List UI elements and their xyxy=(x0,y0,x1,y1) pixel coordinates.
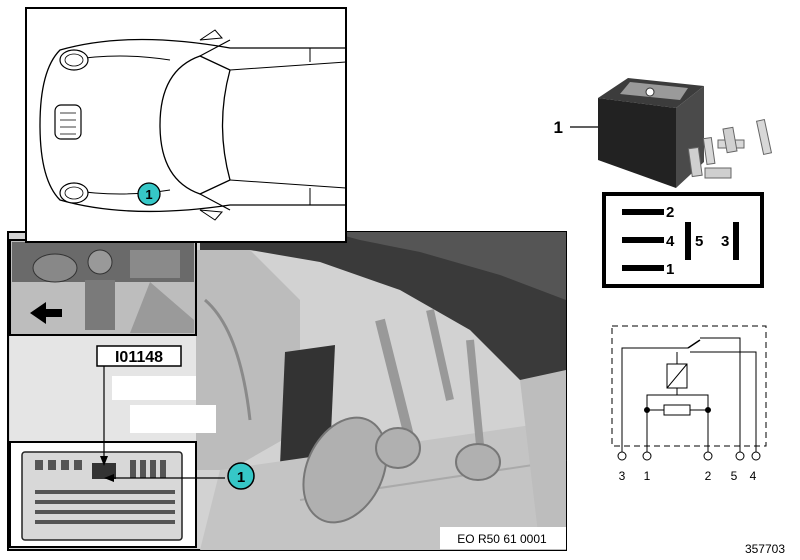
pin-5-blade xyxy=(685,222,691,260)
pin-label-5: 5 xyxy=(695,233,703,250)
pin-4-blade xyxy=(622,237,664,243)
part-code-box: I01148 xyxy=(96,345,182,367)
headlight-bottom-icon xyxy=(59,182,89,204)
terminal-3-icon xyxy=(617,451,627,461)
pin-layout-box: 2 4 1 5 3 xyxy=(602,192,764,288)
interior-callout-number: 1 xyxy=(237,469,245,486)
car-top-view-panel xyxy=(25,7,347,243)
terminal-5-icon xyxy=(735,451,745,461)
terminal-label-1: 1 xyxy=(644,469,651,483)
terminal-label-4: 4 xyxy=(750,469,757,483)
direction-arrow-icon xyxy=(30,302,62,324)
relay-callout-number: 1 xyxy=(554,118,563,137)
circuit-schematic xyxy=(611,325,767,461)
pin-label-1: 1 xyxy=(666,261,674,278)
part-code-label: I01148 xyxy=(115,349,163,366)
relay-illustration xyxy=(598,78,773,188)
terminal-label-5: 5 xyxy=(731,469,738,483)
grille-icon xyxy=(54,104,82,140)
dashboard-inset xyxy=(9,239,197,336)
pin-2-blade xyxy=(622,209,664,215)
terminal-1-icon xyxy=(642,451,652,461)
footer-code: EO R50 61 0001 xyxy=(457,532,547,546)
car-callout: 1 xyxy=(137,182,161,206)
pedal-brake xyxy=(375,427,421,469)
relay-resistor xyxy=(663,404,691,416)
terminal-2-icon xyxy=(703,451,713,461)
circuit-terminal-labels: 3 1 2 5 4 xyxy=(619,469,757,483)
terminal-label-2: 2 xyxy=(705,469,712,483)
footer-code-box: EO R50 61 0001 xyxy=(440,527,566,549)
headlight-top-icon xyxy=(59,49,89,71)
terminal-label-3: 3 xyxy=(619,469,626,483)
pedal-clutch xyxy=(302,416,388,524)
figure-number: 357703 xyxy=(745,542,785,556)
terminal-4-icon xyxy=(751,451,761,461)
interior-callout: 1 xyxy=(227,462,255,490)
pin-label-2: 2 xyxy=(666,204,674,221)
car-callout-number: 1 xyxy=(145,187,152,202)
pin-1-blade xyxy=(622,265,664,271)
relay-slot xyxy=(92,463,116,479)
pin-3-blade xyxy=(733,222,739,260)
pin-label-4: 4 xyxy=(666,233,675,250)
pedal-accelerator xyxy=(455,443,501,481)
pin-label-3: 3 xyxy=(721,233,729,250)
interior-view-panel xyxy=(7,231,567,551)
